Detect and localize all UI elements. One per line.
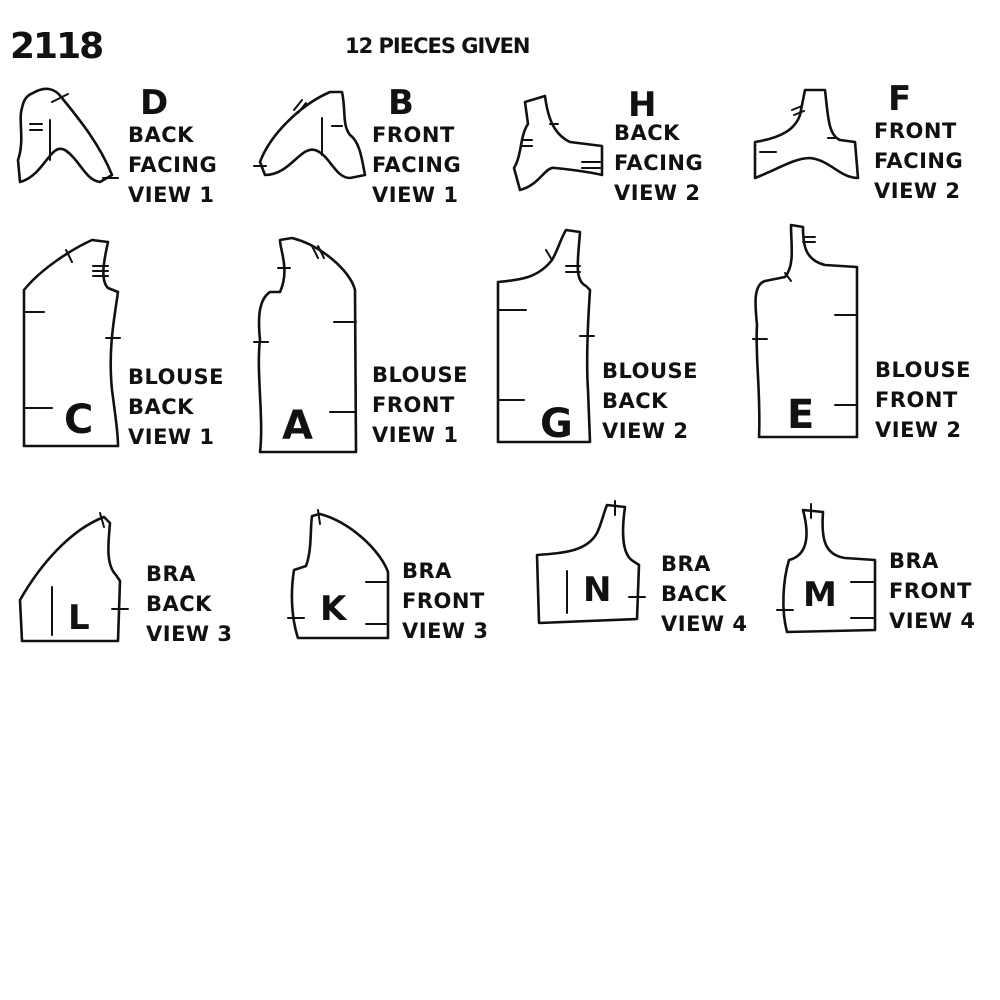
piece-k-bra-front: K BRA FRONT VIEW 3 <box>280 500 520 650</box>
piece-caption: BACK FACING VIEW 1 <box>128 123 218 207</box>
piece-letter: H <box>628 85 657 125</box>
piece-letter: B <box>388 83 414 123</box>
piece-b-front-facing: B FRONT FACING VIEW 1 <box>250 80 500 220</box>
piece-f-front-facing: F FRONT FACING VIEW 2 <box>750 80 1000 220</box>
piece-caption: BRA FRONT VIEW 3 <box>402 559 489 643</box>
piece-letter: M <box>803 575 837 615</box>
piece-letter: K <box>320 589 347 629</box>
pieces-given-label: 12 PIECES GIVEN <box>345 34 530 58</box>
piece-caption: BRA FRONT VIEW 4 <box>889 549 976 633</box>
piece-h-back-facing: H BACK FACING VIEW 2 <box>500 80 750 220</box>
piece-letter: G <box>540 401 573 447</box>
piece-g-outline-icon <box>496 228 595 444</box>
piece-f-outline-icon <box>753 88 860 180</box>
piece-d-back-facing: D BACK FACING VIEW 1 <box>0 80 250 220</box>
piece-caption: FRONT FACING VIEW 1 <box>372 123 462 207</box>
piece-letter: F <box>888 79 912 119</box>
piece-l-bra-back: L BRA BACK VIEW 3 <box>0 505 250 655</box>
pattern-number: 2118 <box>10 26 104 67</box>
piece-caption: BLOUSE FRONT VIEW 1 <box>372 363 469 447</box>
piece-caption: BLOUSE BACK VIEW 1 <box>128 365 225 449</box>
piece-letter: E <box>787 392 815 438</box>
piece-caption: BRA BACK VIEW 4 <box>661 552 748 636</box>
piece-letter: N <box>583 570 612 610</box>
piece-caption: BLOUSE FRONT VIEW 2 <box>875 358 972 442</box>
piece-d-outline-icon <box>16 87 119 184</box>
piece-letter: A <box>282 403 313 449</box>
piece-n-outline-icon <box>535 500 646 625</box>
piece-a-outline-icon <box>253 236 358 454</box>
piece-caption: BRA BACK VIEW 3 <box>146 562 233 646</box>
piece-letter: L <box>68 598 90 638</box>
piece-letter: D <box>140 83 169 123</box>
piece-k-outline-icon <box>287 509 390 640</box>
piece-a-blouse-front: A BLOUSE FRONT VIEW 1 <box>250 230 500 460</box>
piece-letter: C <box>64 397 94 443</box>
piece-b-outline-icon <box>253 90 367 180</box>
piece-n-bra-back: N BRA BACK VIEW 4 <box>525 495 760 645</box>
piece-m-outline-icon <box>776 503 877 634</box>
piece-h-outline-icon <box>512 94 604 192</box>
piece-e-blouse-front: E BLOUSE FRONT VIEW 2 <box>745 215 1000 460</box>
piece-caption: BACK FACING VIEW 2 <box>614 121 704 205</box>
piece-c-outline-icon <box>22 238 121 448</box>
piece-c-blouse-back: C BLOUSE BACK VIEW 1 <box>0 230 250 460</box>
piece-caption: FRONT FACING VIEW 2 <box>874 119 964 203</box>
piece-m-bra-front: M BRA FRONT VIEW 4 <box>775 500 1000 650</box>
piece-l-outline-icon <box>18 512 129 643</box>
piece-caption: BLOUSE BACK VIEW 2 <box>602 359 699 443</box>
piece-g-blouse-back: G BLOUSE BACK VIEW 2 <box>490 220 750 460</box>
piece-e-outline-icon <box>752 223 859 439</box>
